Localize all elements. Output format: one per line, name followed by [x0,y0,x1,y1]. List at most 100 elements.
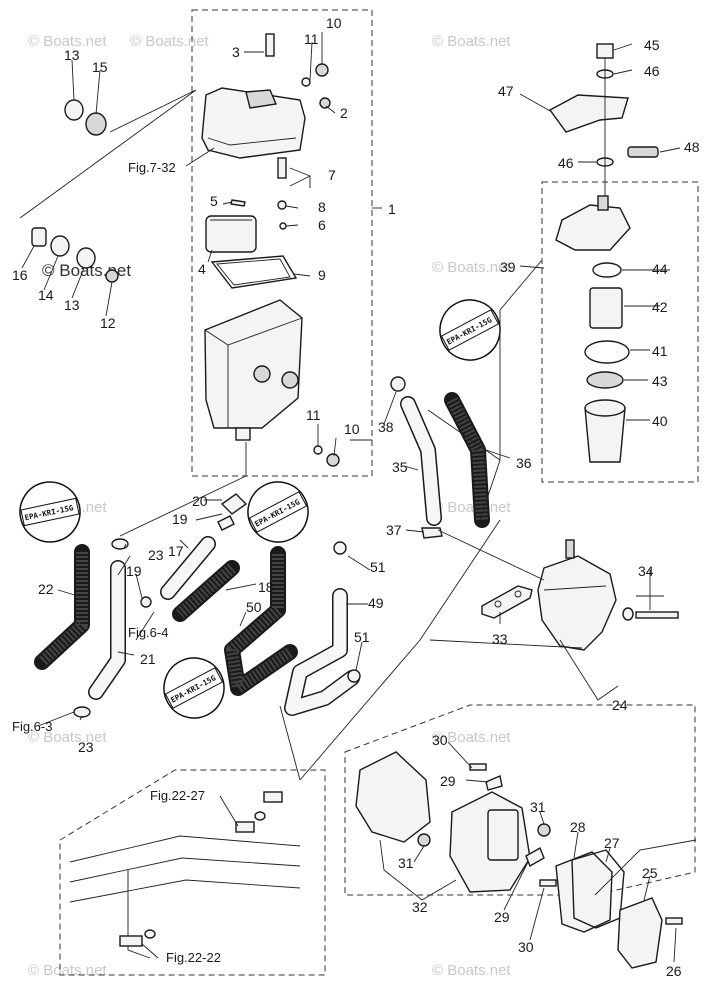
collar [31,227,47,247]
figure-ref-6-3: Fig.6-3 [12,719,52,734]
callout: 28 [570,819,586,835]
callout: 41 [652,343,668,359]
pump-nipple [565,539,575,559]
fitting [119,935,143,947]
separator-bowl [204,299,303,429]
watermark: © Boats.net [130,33,209,50]
callout: 3 [232,44,240,60]
diaphragm [555,851,613,933]
callout: 19 [126,563,142,579]
callout: 13 [64,47,80,63]
callout: 22 [38,581,54,597]
callout: 25 [642,865,658,881]
fitting [235,821,255,833]
callout: 38 [378,419,394,435]
callout: 34 [638,563,654,579]
watermark-layer: © Boats.net © Boats.net © Boats.net © Bo… [28,33,511,979]
hose-36-braid [446,397,488,521]
pump-nut [537,823,551,837]
clip [140,596,152,608]
callout: 16 [12,267,28,283]
assembly-outline-engine [59,769,326,976]
clip [279,222,287,230]
figure-ref-22-27: Fig.22-27 [150,788,205,803]
washer [313,445,323,455]
o-ring [584,340,630,364]
callout: 17 [168,543,184,559]
pump-center [487,809,519,861]
engine-outline [69,835,301,863]
ring [277,200,287,210]
callout: 39 [500,259,516,275]
watermark: © Boats.net [28,962,107,979]
callout: 6 [318,217,326,233]
watermark: © Boats.net [432,259,511,276]
callout: 7 [328,167,336,183]
figure-ref-22-22: Fig.22-22 [166,950,221,965]
fuel-pump-body [537,555,617,651]
clip [217,515,235,531]
callout: 46 [558,155,574,171]
vapor-separator-assembly [201,33,340,467]
watermark: © Boats.net [432,729,511,746]
watermark: © Boats.net [432,499,511,516]
callout: 21 [140,651,156,667]
float [205,215,257,253]
cover-boss [245,89,277,109]
callout: 29 [494,909,510,925]
callout: 43 [652,373,668,389]
fuel-pump [429,529,679,651]
pump-washer [622,607,634,621]
watermark: © Boats.net [432,33,511,50]
grommet [85,112,107,136]
assembly-outline-1 [191,9,373,477]
callout: 12 [100,315,116,331]
callout: 8 [318,199,326,215]
filter-cup-rim [584,399,626,417]
callout: 45 [644,37,660,53]
callout: 23 [148,547,164,563]
callout: 26 [666,963,682,979]
epa-tags: EPA-KRI-15G EPA-KRI-15G EPA-KRI-15G EPA-… [19,299,501,719]
watermark: © Boats.net [28,33,107,50]
hose-18-braid [176,563,236,619]
callout: 23 [78,739,94,755]
epa-tag: EPA-KRI-15G [19,481,81,543]
o-ring [586,371,624,389]
left-fittings [19,89,197,283]
filter-head [555,204,631,251]
bowl-fitting [281,371,299,389]
callout: 10 [344,421,360,437]
callout: 5 [210,193,218,209]
clamps [73,376,443,718]
bowl-drain [235,427,251,441]
callout: 51 [370,559,386,575]
gasket [210,255,298,289]
assembly-outline-24 [344,704,696,896]
screw [326,453,340,467]
fitting-ring [254,811,266,821]
callout: 11 [306,407,321,423]
callout: 42 [652,299,668,315]
screw [319,97,331,109]
callout: 20 [192,493,208,509]
hoses [34,392,490,716]
callout: 37 [386,522,402,538]
clamp [333,541,347,555]
callout: 9 [318,267,326,283]
callout: 40 [652,413,668,429]
fitting [263,791,283,803]
grommet [64,99,84,121]
figure-references: Fig.7-32 Fig.6-4 Fig.6-3 Fig.22-27 Fig.2… [12,160,221,965]
callout: 29 [440,773,456,789]
callout: 32 [412,899,428,915]
callout: 27 [604,835,620,851]
figure-ref-6-4: Fig.6-4 [128,625,168,640]
assembly-outline-39 [541,181,699,483]
leader-lines [21,32,697,963]
callout: 44 [652,261,668,277]
callout: 4 [198,261,206,277]
callout: 33 [492,631,508,647]
watermark: © Boats.net [28,729,107,746]
